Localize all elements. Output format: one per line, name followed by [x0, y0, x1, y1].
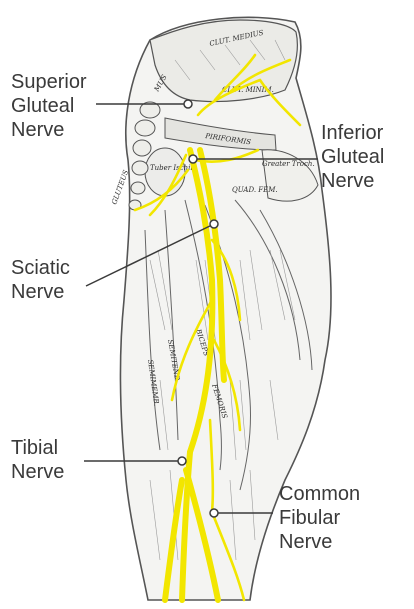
label-line: Nerve: [11, 461, 65, 483]
label-inferior-gluteal-nerve: Inferior Gluteal Nerve: [321, 121, 384, 193]
label-line: Fibular: [279, 507, 341, 529]
inferior-gluteal-nerve: [133, 148, 260, 217]
label-tuber-ischii: Tuber Ischii: [150, 164, 193, 172]
label-sciatic-nerve: Sciatic Nerve: [11, 256, 70, 304]
label-tibial-nerve: Tibial Nerve: [11, 436, 64, 484]
dot-common-fibular: [209, 508, 219, 518]
label-quad-fem: QUAD. FEM.: [232, 186, 278, 194]
label-line: Nerve: [321, 170, 375, 192]
superior-gluteal-nerve: [196, 53, 302, 127]
tibial-nerve: [162, 449, 221, 603]
nerves: [133, 53, 302, 603]
label-common-fibular-nerve: Common Fibular Nerve: [279, 482, 360, 554]
label-line: Gluteal: [11, 95, 75, 117]
dot-superior-gluteal: [183, 99, 193, 109]
dot-inferior-gluteal: [188, 154, 198, 164]
sacrum: [128, 101, 161, 211]
label-gluteus: GLUTEUS: [110, 169, 130, 206]
label-greater-troch: Greater Troch.: [262, 160, 315, 168]
label-line: Common: [279, 483, 361, 505]
label-line: Nerve: [11, 281, 65, 303]
label-line: Tibial: [11, 437, 59, 459]
dot-tibial: [177, 456, 187, 466]
leader-sciatic: [85, 223, 215, 287]
muscular-branches: [170, 238, 242, 432]
greater-trochanter: [261, 149, 319, 202]
label-line: Superior: [11, 71, 87, 93]
dot-sciatic: [209, 219, 219, 229]
leader-dots: [177, 99, 219, 518]
leader-lines: [84, 103, 318, 514]
label-line: Gluteal: [321, 146, 385, 168]
label-line: Nerve: [11, 119, 65, 141]
label-superior-gluteal-nerve: Superior Gluteal Nerve: [11, 70, 87, 142]
label-line: Inferior: [321, 122, 384, 144]
label-line: Nerve: [279, 531, 333, 553]
label-line: Sciatic: [11, 257, 70, 279]
label-glut-minimus: CLUT. MINIM.: [222, 86, 274, 94]
